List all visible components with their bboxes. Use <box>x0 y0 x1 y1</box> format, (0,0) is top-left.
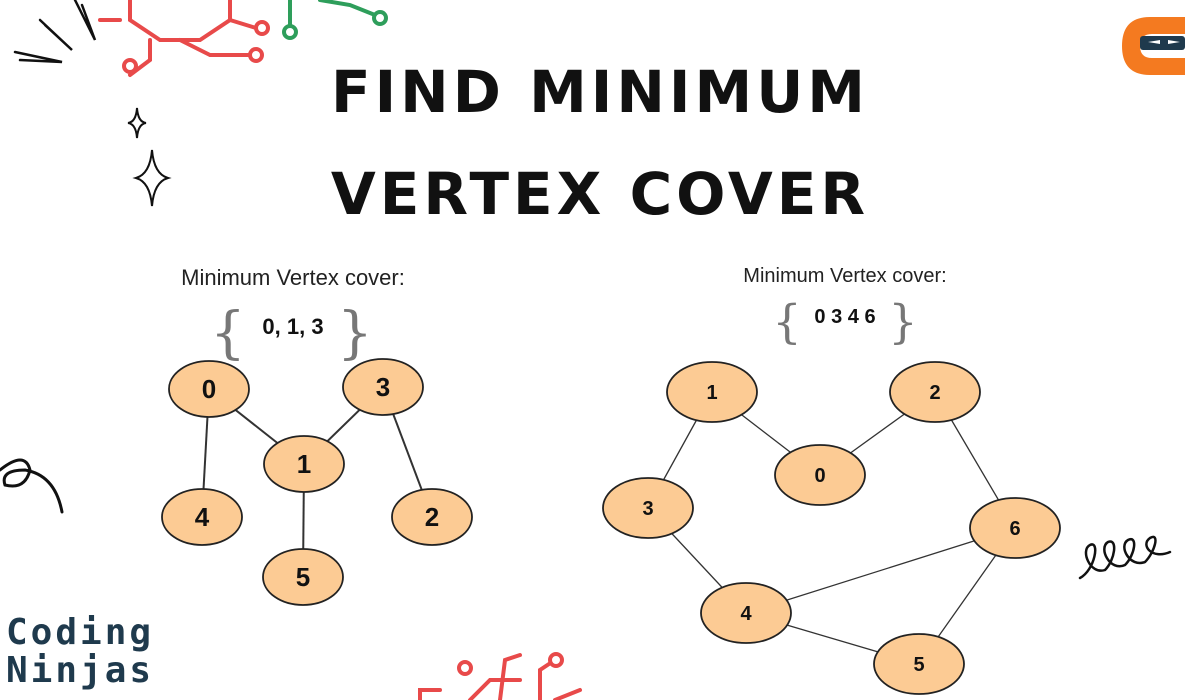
graph-1: Minimum Vertex cover: {} 0, 1, 3 0 1 2 3 4 5 <box>161 265 473 606</box>
graph-2-node-1-shape <box>666 361 758 423</box>
graph-1-node-3-label: 3 <box>376 372 390 402</box>
brand-word-coding: Coding <box>6 612 155 653</box>
graph-1-node-5: 5 <box>262 548 344 606</box>
graph-1-node-1-shape <box>263 435 345 493</box>
graph-2-node-1-label: 1 <box>706 382 717 404</box>
graph-2-node-2: 2 <box>889 361 981 423</box>
graph-1-node-4: 4 <box>161 488 243 546</box>
graph-1-node-4-shape <box>161 488 243 546</box>
graph-2-node-3-label: 3 <box>642 498 653 520</box>
brand-wordmark-line-1: Coding <box>6 612 154 653</box>
graph-2-close-brace: } <box>888 295 917 349</box>
graph-2-node-1: 1 <box>666 361 758 423</box>
graph-1-node-5-shape <box>262 548 344 606</box>
graph-2-node-6-shape <box>969 497 1061 559</box>
graph-2-cover-set: 0 3 4 6 <box>814 306 875 328</box>
squiggle-decoration-left <box>0 458 64 514</box>
page-title-line-2: Vertex Cover <box>330 160 870 228</box>
graph-2-node-5-label: 5 <box>913 654 924 676</box>
graph-1-node-4-label: 4 <box>195 502 210 532</box>
circuit-decoration-top-left <box>98 0 388 77</box>
graph-2-node-5: 5 <box>873 633 965 695</box>
graph-2: Minimum Vertex cover: {} 0 3 4 6 0 1 2 3 4 5 6 <box>602 265 1061 695</box>
graph-2-node-0: 0 <box>774 444 866 506</box>
graph-1-node-0-shape <box>168 360 250 418</box>
graph-2-node-5-shape <box>873 633 965 695</box>
brand-logo-icon <box>1122 17 1185 75</box>
graph-2-edge-4-6 <box>745 527 1016 614</box>
graph-1-cover-set: 0, 1, 3 <box>262 314 323 339</box>
graph-2-node-6: 6 <box>969 497 1061 559</box>
graph-2-node-0-label: 0 <box>814 465 825 487</box>
graph-1-caption: Minimum Vertex cover: <box>181 265 405 290</box>
loop-decoration-right <box>1078 535 1172 580</box>
graph-2-caption: Minimum Vertex cover: <box>743 265 946 287</box>
sparkle-decoration <box>127 107 172 207</box>
graph-layer: Minimum Vertex cover:{}0, 1, 3012345Mini… <box>161 265 1061 695</box>
graph-2-node-3: 3 <box>602 477 694 539</box>
circuit-decoration-bottom <box>418 652 582 700</box>
graph-2-open-brace: { <box>772 295 801 349</box>
page-title-line-1: Find Minimum <box>330 58 870 126</box>
graph-2-node-4-shape <box>700 582 792 644</box>
graph-2-node-4: 4 <box>700 582 792 644</box>
brand-wordmark-line-2: Ninjas <box>6 650 154 691</box>
graph-2-node-6-label: 6 <box>1009 518 1020 540</box>
graph-1-open-brace: { <box>210 301 246 366</box>
graph-1-node-0-label: 0 <box>202 374 216 404</box>
graph-1-node-2-label: 2 <box>425 502 439 532</box>
graph-1-node-3: 3 <box>342 358 424 416</box>
graph-2-node-0-shape <box>774 444 866 506</box>
graph-1-node-2: 2 <box>391 488 473 546</box>
graph-1-node-1-label: 1 <box>297 449 311 479</box>
brand-word-ninjas: Ninjas <box>6 650 155 691</box>
sketch-decoration-top-left <box>13 0 97 64</box>
graph-2-node-2-shape <box>889 361 981 423</box>
graph-2-node-2-label: 2 <box>929 382 940 404</box>
graph-1-node-1: 1 <box>263 435 345 493</box>
graph-1-node-5-label: 5 <box>296 562 310 592</box>
graph-1-node-2-shape <box>391 488 473 546</box>
graph-1-node-0: 0 <box>168 360 250 418</box>
graph-1-close-brace: } <box>337 301 373 366</box>
graph-2-node-4-label: 4 <box>740 603 752 625</box>
graph-1-node-3-shape <box>342 358 424 416</box>
graph-2-node-3-shape <box>602 477 694 539</box>
